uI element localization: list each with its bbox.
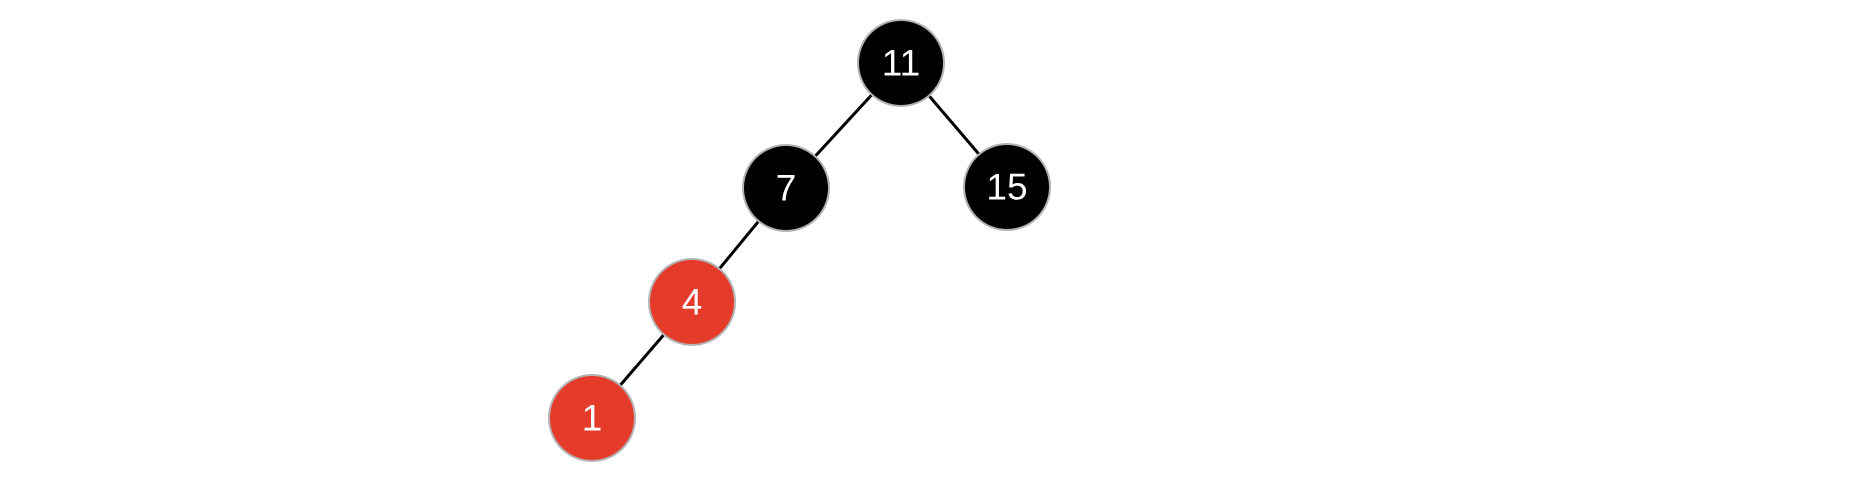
node-circle-black[interactable]: [857, 19, 945, 107]
tree-node-4[interactable]: 4: [648, 258, 736, 346]
node-circle-red[interactable]: [648, 258, 736, 346]
node-circle-red[interactable]: [548, 374, 636, 462]
tree-node-1[interactable]: 1: [548, 374, 636, 462]
node-circle-black[interactable]: [963, 143, 1051, 231]
tree-node-7[interactable]: 7: [742, 144, 830, 232]
tree-node-11[interactable]: 11: [857, 19, 945, 107]
node-circle-black[interactable]: [742, 144, 830, 232]
tree-node-15[interactable]: 15: [963, 143, 1051, 231]
